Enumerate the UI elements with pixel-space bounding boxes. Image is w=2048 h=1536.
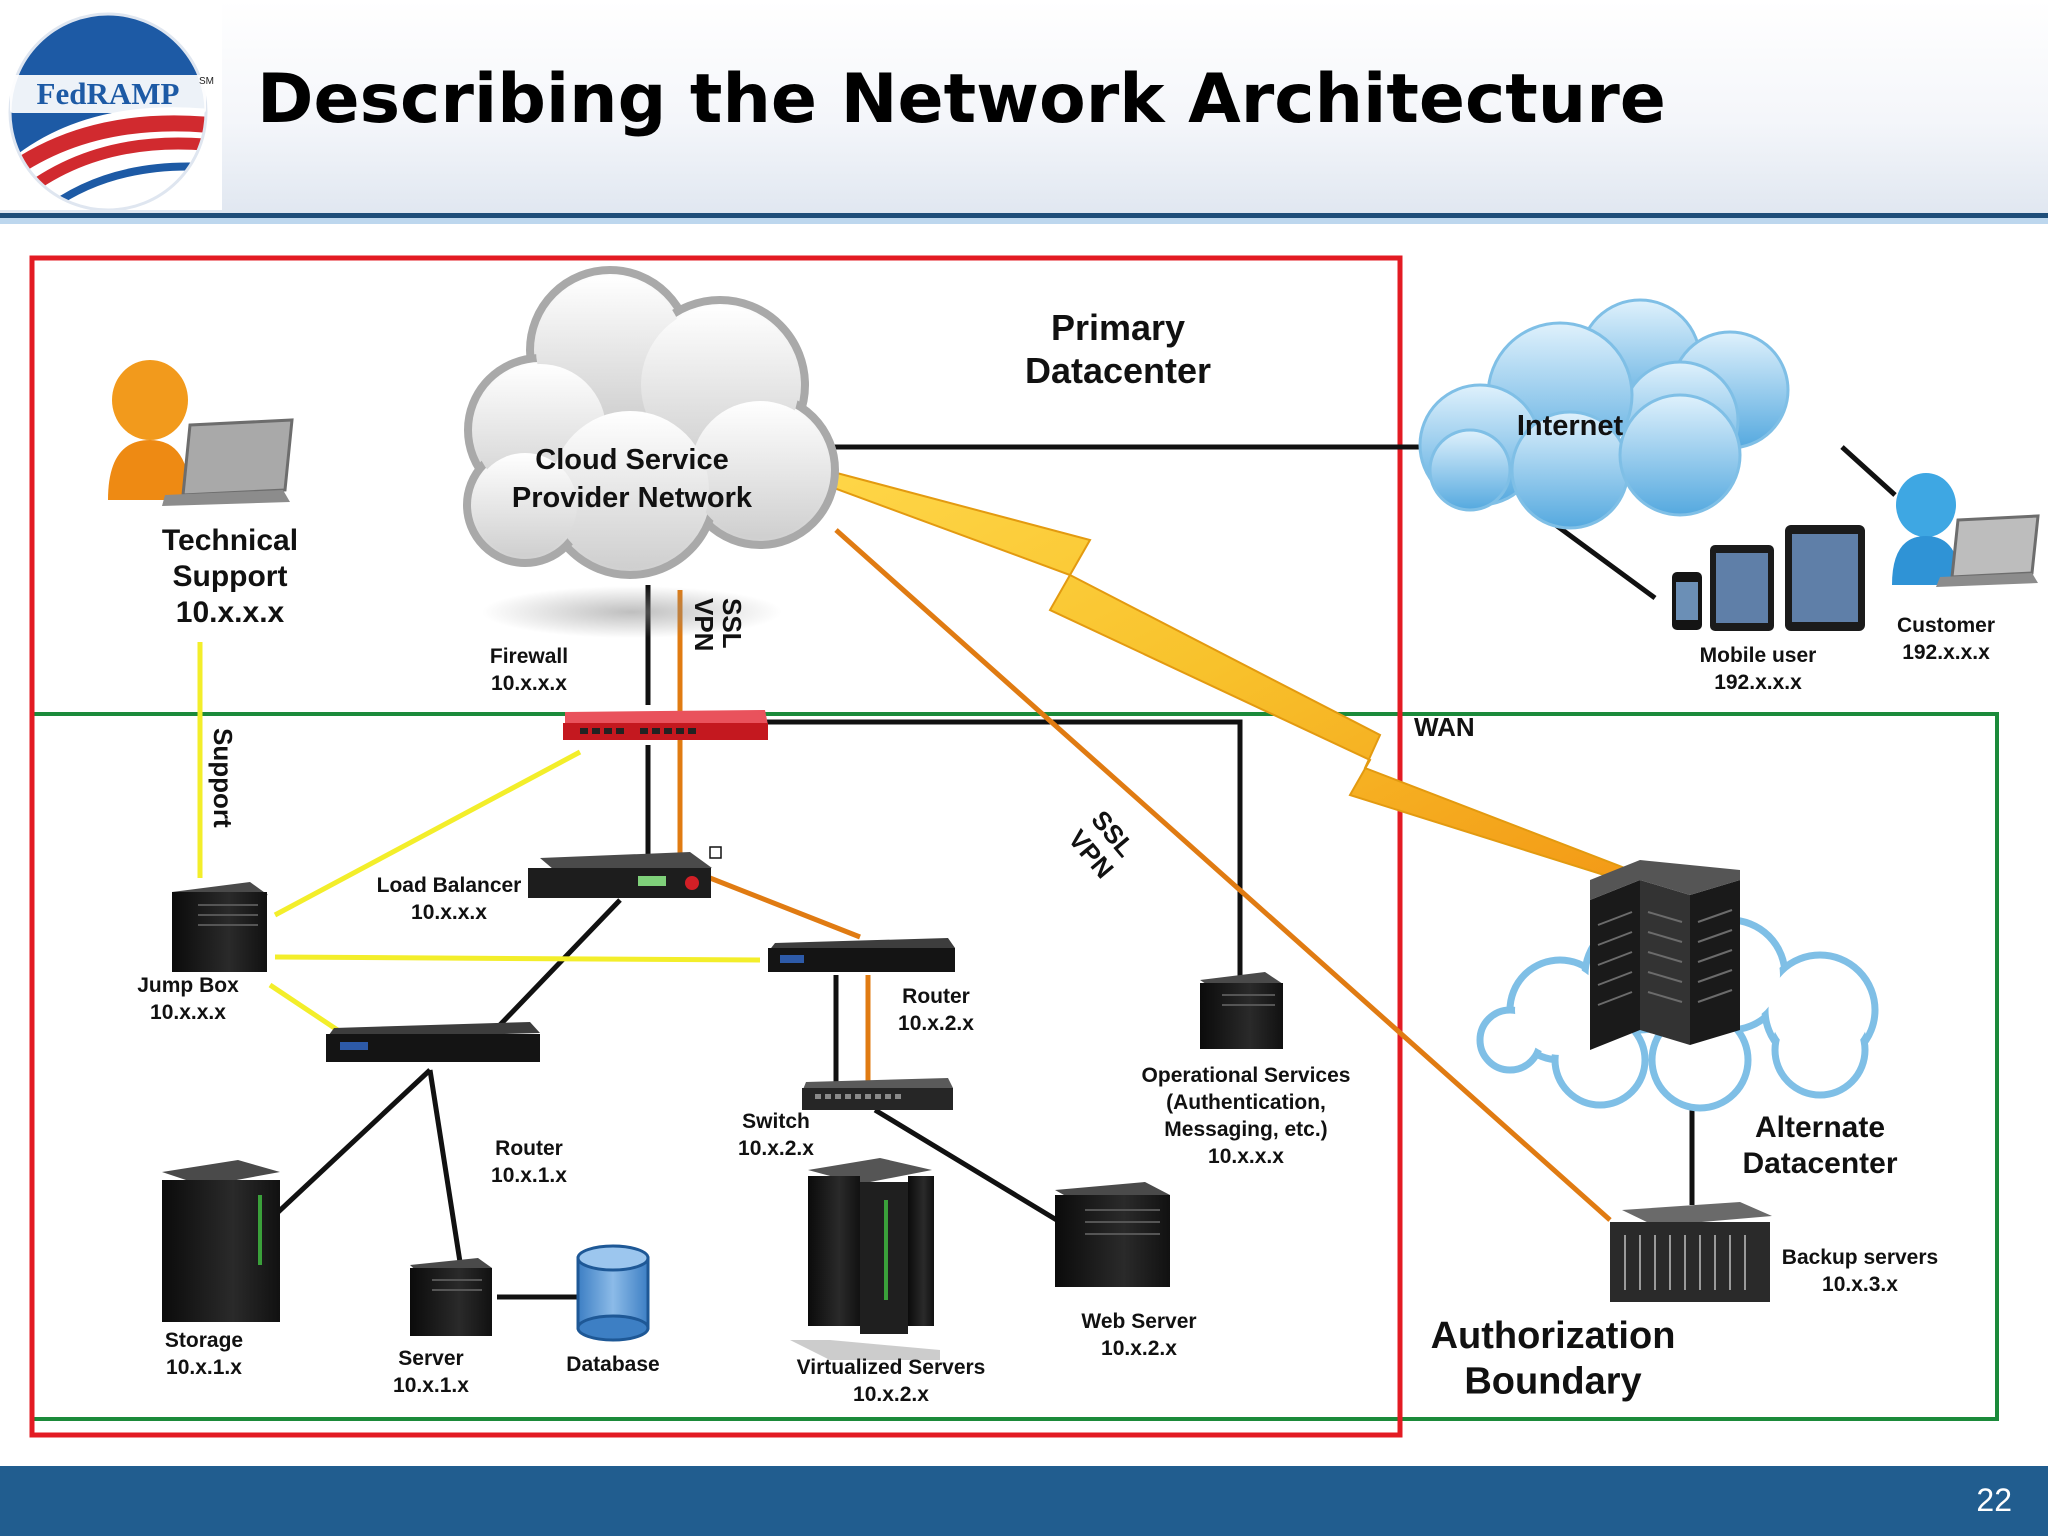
server-ip: 10.x.1.x bbox=[393, 1374, 469, 1397]
support-link-label: Support bbox=[208, 728, 238, 828]
operational-services-detail-1: (Authentication, bbox=[1166, 1091, 1326, 1114]
primary-datacenter-boundary bbox=[29, 255, 1403, 1438]
storage-ip: 10.x.1.x bbox=[166, 1356, 242, 1379]
support-links bbox=[197, 642, 761, 1038]
storage-label: Storage bbox=[165, 1329, 243, 1352]
backup-servers-device-icon bbox=[1610, 1202, 1772, 1302]
operational-services-server-icon bbox=[1200, 972, 1283, 1049]
technical-support-person-icon bbox=[108, 360, 294, 506]
switch-ip: 10.x.2.x bbox=[738, 1137, 814, 1160]
ssl-vpn-diagonal-label: SSL VPN bbox=[1062, 805, 1141, 885]
ssl-vpn-vertical-label: SSL VPN bbox=[689, 598, 747, 651]
virtualized-servers-label: Virtualized Servers bbox=[797, 1356, 986, 1379]
customer-label: Customer bbox=[1897, 614, 1995, 637]
router-left-device-icon bbox=[326, 1022, 540, 1062]
operational-services-label: Operational Services bbox=[1142, 1064, 1351, 1087]
database-icon bbox=[576, 1244, 650, 1342]
internet-cloud bbox=[1418, 298, 1790, 530]
switch-label: Switch bbox=[742, 1110, 810, 1133]
web-server-label: Web Server bbox=[1081, 1310, 1196, 1333]
svg-text:SSL: SSL bbox=[717, 598, 747, 649]
firewall-ip: 10.x.x.x bbox=[491, 672, 567, 695]
web-server-ip: 10.x.2.x bbox=[1101, 1337, 1177, 1360]
slide-header bbox=[0, 0, 2048, 220]
fedramp-logo-icon: FedRAMP SM bbox=[8, 12, 214, 212]
customer-ip: 192.x.x.x bbox=[1902, 641, 1990, 664]
router-right-label: Router bbox=[902, 985, 970, 1008]
jump-box-label: Jump Box bbox=[137, 974, 239, 997]
slide-title: Describing the Network Architecture bbox=[257, 60, 1666, 139]
firewall-device-icon bbox=[563, 710, 768, 740]
load-balancer-label: Load Balancer bbox=[377, 874, 522, 897]
operational-services-detail-2: Messaging, etc.) bbox=[1164, 1118, 1327, 1141]
header-divider bbox=[0, 213, 2048, 218]
virtualized-servers-icon bbox=[790, 1158, 940, 1360]
mobile-user-ip: 192.x.x.x bbox=[1714, 671, 1802, 694]
wan-label: WAN bbox=[1414, 712, 1475, 742]
svg-text:SM: SM bbox=[199, 76, 214, 87]
technical-support-ip: 10.x.x.x bbox=[176, 596, 285, 629]
backup-servers-label: Backup servers bbox=[1782, 1246, 1938, 1269]
router-right-ip: 10.x.2.x bbox=[898, 1012, 974, 1035]
slide-footer: 22 bbox=[0, 1466, 2048, 1536]
datacenter-rack-icon bbox=[1590, 860, 1740, 1050]
mobile-devices-icon bbox=[1672, 525, 1865, 631]
router-left-label: Router bbox=[495, 1137, 563, 1160]
server-device-icon bbox=[410, 1258, 492, 1336]
switch-device-icon bbox=[802, 1078, 953, 1110]
jump-box-server-icon bbox=[172, 882, 268, 972]
backup-servers-ip: 10.x.3.x bbox=[1822, 1273, 1898, 1296]
storage-device-icon bbox=[162, 1160, 280, 1322]
router-left-ip: 10.x.1.x bbox=[491, 1164, 567, 1187]
jump-box-ip: 10.x.x.x bbox=[150, 1001, 226, 1024]
cloud-shadow bbox=[482, 586, 782, 638]
svg-text:VPN: VPN bbox=[689, 598, 719, 651]
load-balancer-device-icon bbox=[528, 846, 722, 898]
virtualized-servers-ip: 10.x.2.x bbox=[853, 1383, 929, 1406]
mobile-user-label: Mobile user bbox=[1700, 644, 1817, 667]
svg-text:FedRAMP: FedRAMP bbox=[37, 76, 180, 111]
wan-link bbox=[778, 456, 1632, 882]
internet-label: Internet bbox=[1517, 410, 1624, 442]
fedramp-logo: FedRAMP SM bbox=[0, 0, 222, 212]
database-label: Database bbox=[566, 1353, 659, 1376]
operational-services-ip: 10.x.x.x bbox=[1208, 1145, 1284, 1168]
page-number: 22 bbox=[1976, 1482, 2012, 1518]
load-balancer-ip: 10.x.x.x bbox=[411, 901, 487, 924]
router-right-device-icon bbox=[768, 938, 955, 972]
web-server-device-icon bbox=[1055, 1182, 1170, 1287]
customer-person-icon bbox=[1892, 473, 2040, 587]
server-label: Server bbox=[398, 1347, 463, 1370]
header-divider-light bbox=[0, 218, 2048, 224]
firewall-label: Firewall bbox=[490, 645, 568, 668]
